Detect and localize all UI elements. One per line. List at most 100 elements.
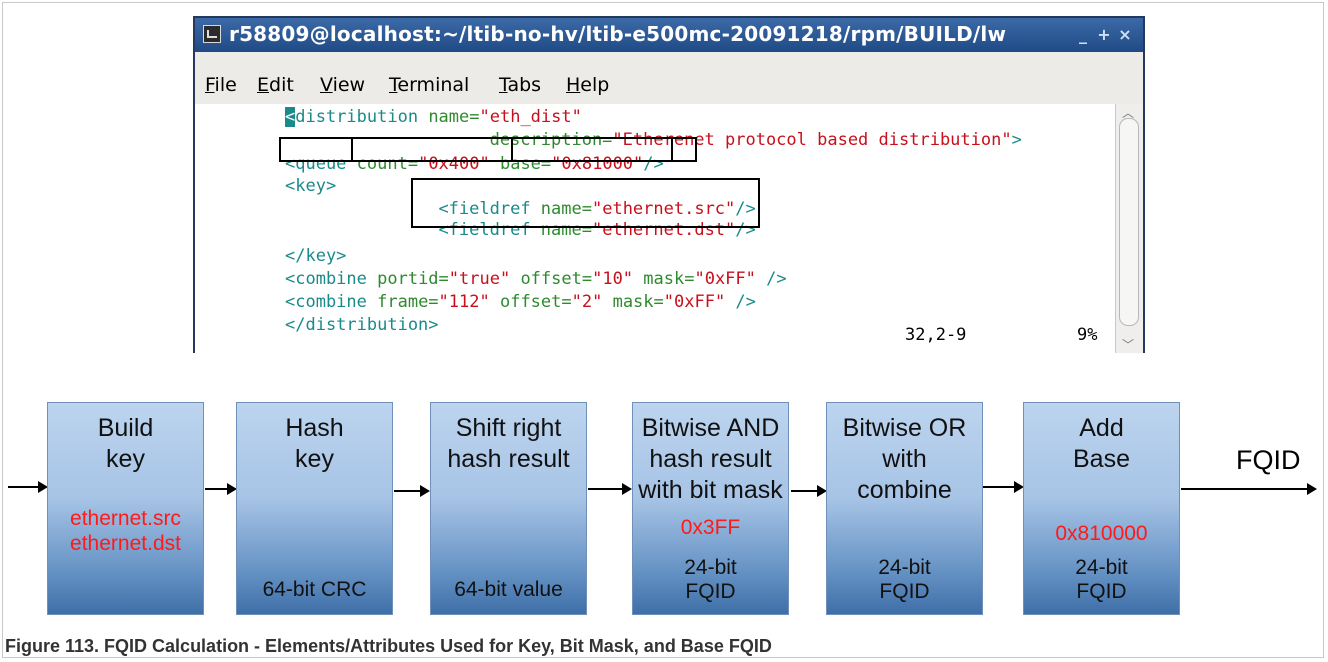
scroll-thumb[interactable] — [1119, 118, 1139, 326]
code-token: <key> — [285, 176, 337, 196]
code-token: <queue — [285, 154, 357, 174]
step-title: Build key — [97, 414, 154, 473]
code-token: "0x81000" — [551, 154, 644, 174]
scrollbar[interactable]: ︿ ﹀ — [1115, 104, 1143, 353]
queue-close-box — [671, 137, 697, 162]
step-output: 64-bit CRC — [262, 578, 367, 601]
queue-tag-box — [279, 137, 353, 162]
code-token: name= — [540, 220, 592, 240]
step-output: 24-bit FQID — [1075, 556, 1128, 603]
step-build-key: Build key ethernet.src ethernet.dst — [47, 402, 204, 615]
code-token: offset= — [520, 269, 593, 289]
code-token: "ethernet.src" — [591, 199, 736, 219]
code-token: mask= — [612, 292, 664, 312]
output-label: FQID — [1236, 445, 1301, 475]
step-bitwise-and: Bitwise AND hash result with bit mask 0x… — [632, 402, 789, 615]
code-token: /> — [725, 292, 756, 312]
step-add-base: Add Base 0x810000 24-bit FQID — [1023, 402, 1180, 615]
maximize-button[interactable]: + — [1097, 25, 1111, 44]
code-line: <combine portid="true" offset="10" mask=… — [285, 269, 787, 289]
code-token: "0xFF" — [663, 292, 726, 312]
code-line: <queue count="0x400" base="0x81000"/> — [285, 154, 664, 174]
code-token: /> — [755, 269, 787, 289]
base-attr-box — [511, 137, 673, 162]
menu-help[interactable]: Help — [566, 74, 610, 96]
code-token: </distribution> — [285, 315, 439, 335]
scroll-up-icon[interactable]: ︿ — [1122, 106, 1135, 120]
step-output: 64-bit value — [454, 578, 563, 601]
code-line: <combine frame="112" offset="2" mask="0x… — [285, 292, 756, 312]
window-title: r58809@localhost:~/ltib-no-hv/ltib-e500m… — [229, 22, 1007, 46]
code-token: name= — [540, 199, 592, 219]
close-button[interactable]: × — [1118, 25, 1132, 44]
code-token: portid= — [377, 269, 449, 289]
input-arrow — [8, 481, 48, 493]
title-bar: r58809@localhost:~/ltib-no-hv/ltib-e500m… — [195, 18, 1143, 52]
step-title: Hash key — [285, 414, 344, 473]
code-token: distribution — [295, 107, 429, 127]
code-token: "0x400" — [418, 154, 500, 174]
fieldref-box — [411, 178, 760, 228]
figure-caption: Figure 113. FQID Calculation - Elements/… — [5, 636, 772, 656]
code-token: <fieldref — [438, 199, 541, 219]
step-bitwise-or: Bitwise OR with combine 24-bit FQID — [826, 402, 983, 615]
step-highlight: 0x810000 — [1055, 522, 1148, 545]
arrow-4 — [791, 485, 827, 497]
arrow-1 — [205, 483, 237, 495]
code-token: > — [1011, 130, 1022, 150]
code-area[interactable]: <distribution name="eth_dist" description… — [195, 104, 1115, 353]
code-token: <combine — [285, 292, 378, 312]
code-token: /> — [735, 220, 756, 240]
code-token: /> — [643, 154, 664, 174]
step-title: Add Base — [1073, 414, 1130, 473]
code-token: </key> — [285, 246, 347, 266]
count-attr-box — [351, 137, 513, 162]
arrow-5 — [982, 481, 1024, 493]
step-title: Bitwise AND hash result with bit mask — [638, 414, 783, 504]
code-token: "Etherenet protocol based distribution" — [612, 130, 1012, 150]
arrow-2 — [394, 485, 430, 497]
code-token: < — [285, 107, 296, 127]
code-token: "ethernet.dst" — [591, 220, 736, 240]
scroll-percent: 9% — [1077, 325, 1098, 345]
code-token: <combine — [285, 269, 378, 289]
step-output: 24-bit FQID — [878, 556, 931, 603]
menu-tabs[interactable]: Tabs — [499, 74, 542, 96]
code-token: "10" — [592, 269, 644, 289]
code-token: offset= — [499, 292, 572, 312]
step-hash-key: Hash key 64-bit CRC — [236, 402, 393, 615]
step-output: 24-bit FQID — [684, 556, 737, 603]
menu-edit[interactable]: Edit — [257, 74, 294, 96]
code-line: </key> — [285, 246, 346, 266]
menu-terminal[interactable]: Terminal — [389, 74, 470, 96]
scroll-down-icon[interactable]: ﹀ — [1122, 338, 1135, 352]
step-title: Shift right hash result — [447, 414, 570, 473]
terminal-icon — [203, 25, 221, 43]
menu-view[interactable]: View — [320, 74, 366, 96]
code-line: <fieldref name="ethernet.dst"/> — [438, 220, 755, 240]
code-line: </distribution> — [285, 315, 439, 335]
code-line: description="Etherenet protocol based di… — [490, 130, 1022, 150]
step-highlight: ethernet.src ethernet.dst — [70, 507, 181, 555]
cursor-position: 32,2-9 — [905, 325, 967, 345]
code-token: count= — [356, 154, 419, 174]
step-shift-right: Shift right hash result 64-bit value — [430, 402, 587, 615]
menu-file[interactable]: File — [205, 74, 237, 96]
code-token: description= — [489, 130, 613, 150]
code-token: /> — [735, 199, 756, 219]
code-token: "true" — [448, 269, 521, 289]
code-token: "112" — [438, 292, 500, 312]
code-token: <fieldref — [438, 220, 541, 240]
code-token: "0xFF" — [694, 269, 756, 289]
code-line: <key> — [285, 176, 336, 196]
code-token: "2" — [571, 292, 613, 312]
step-highlight: 0x3FF — [680, 516, 741, 539]
code-token: frame= — [377, 292, 439, 312]
code-line: <distribution name="eth_dist" — [285, 107, 582, 127]
code-token: mask= — [643, 269, 695, 289]
terminal-window: r58809@localhost:~/ltib-no-hv/ltib-e500m… — [193, 16, 1145, 353]
output-arrow — [1181, 483, 1317, 495]
minimize-button[interactable]: _ — [1079, 25, 1087, 44]
menu-bar: File Edit View Terminal Tabs Help — [195, 52, 1143, 104]
